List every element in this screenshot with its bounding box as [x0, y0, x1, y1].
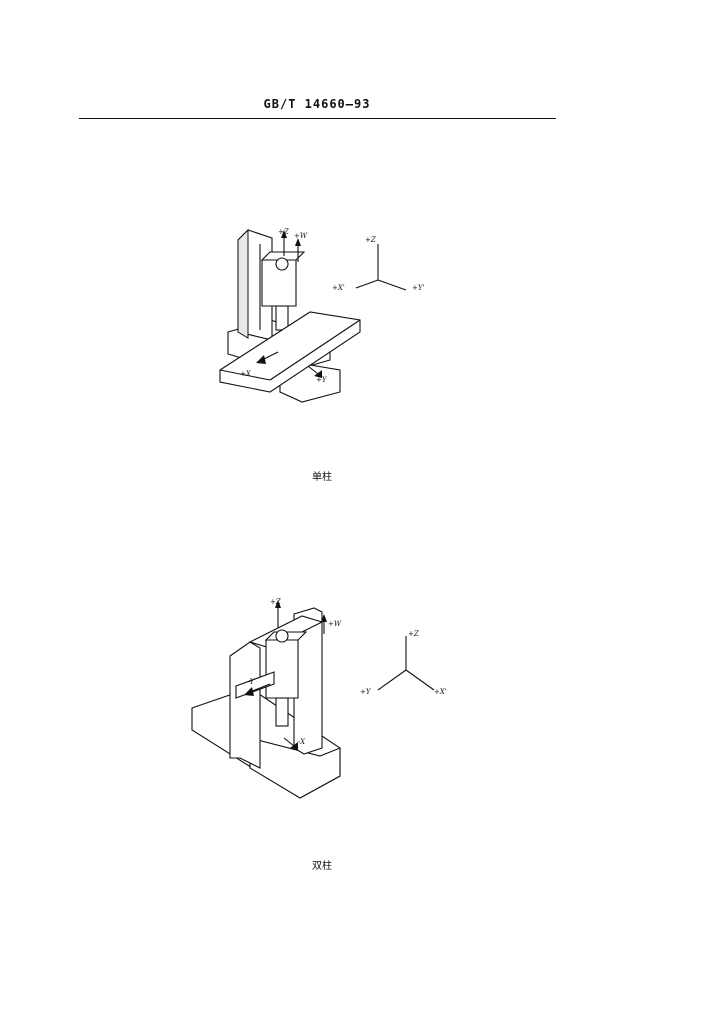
- label-machine-z: +Z: [278, 228, 289, 236]
- figure-caption-single-column: 单柱: [312, 472, 332, 483]
- axis-label-z-2: +Z: [408, 630, 419, 638]
- label-machine-x-2: -X: [298, 738, 306, 746]
- double-column-machine-drawing: +Z +W -Y -X: [191, 598, 342, 799]
- label-machine-y-2: -Y: [248, 678, 256, 686]
- label-machine-w: +W: [294, 232, 308, 240]
- standard-code: GB/T 14660—93: [263, 97, 371, 111]
- label-machine-x: +X: [240, 370, 252, 378]
- label-machine-z-2: +Z: [270, 598, 281, 606]
- figure-caption-double-column: 双柱: [312, 861, 332, 872]
- single-column-machine-drawing: +Z +W +X +Y: [219, 228, 361, 403]
- double-column-axes: +Z +Y +X': [360, 630, 447, 696]
- single-column-axes: +Z +X' +Y': [332, 236, 424, 292]
- label-machine-w-2: +W: [328, 620, 342, 628]
- header-rule: [79, 118, 556, 119]
- axis-label-x: +X': [332, 284, 345, 292]
- label-machine-y: +Y: [316, 376, 328, 384]
- axis-label-z: +Z: [365, 236, 376, 244]
- axis-label-x-2: +X': [434, 688, 447, 696]
- axis-label-y-2: +Y: [360, 688, 372, 696]
- axis-label-y: +Y': [412, 284, 424, 292]
